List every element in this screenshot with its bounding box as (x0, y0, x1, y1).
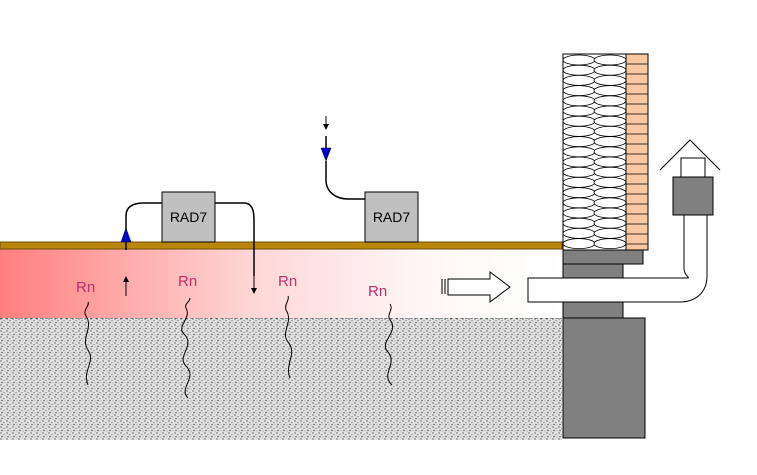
insulation-oval (593, 95, 627, 107)
insulation-oval (562, 85, 596, 96)
radon-label: Rn (368, 283, 387, 300)
insulation-oval (562, 136, 596, 148)
foundation-upper (562, 299, 624, 319)
insulation-oval (562, 75, 596, 86)
rad7-device (364, 191, 419, 243)
insulation-oval (562, 125, 596, 137)
insulation-oval (593, 105, 627, 117)
insulation-oval (593, 64, 627, 76)
vent-cap-icon (659, 139, 721, 216)
insulation-oval (562, 54, 596, 66)
insulation-oval (562, 207, 596, 219)
rad7-label: RAD7 (170, 209, 208, 225)
foundation-wall (562, 317, 646, 439)
air-tube (325, 161, 365, 200)
insulation-oval (593, 238, 627, 250)
insulation-oval (562, 238, 596, 250)
sample-tube-out (125, 202, 162, 250)
radon-label: Rn (178, 273, 197, 290)
insulation-oval (562, 115, 596, 127)
radon-path-1 (84, 301, 92, 386)
brick-pattern (626, 63, 648, 245)
rad7-device (161, 191, 216, 243)
up-arrow-icon (123, 276, 129, 296)
radon-label: Rn (76, 279, 95, 296)
insulation-oval (562, 166, 596, 178)
inlet-arrow-icon (120, 227, 132, 243)
soil-layer (0, 318, 562, 440)
wall-sill (562, 249, 644, 265)
flow-arrow-icon (441, 271, 511, 303)
insulation-oval (562, 146, 596, 158)
insulation-oval (562, 217, 596, 229)
down-arrow-icon (323, 124, 329, 130)
insulation-oval (593, 156, 627, 168)
insulation-oval (562, 176, 596, 188)
inlet-arrow-icon (320, 147, 332, 162)
brick-column (625, 53, 649, 251)
insulation-oval (593, 217, 627, 229)
insulation-oval (562, 105, 596, 117)
radon-label: Rn (278, 273, 297, 290)
insulation-oval (593, 197, 627, 209)
insulation-oval (593, 54, 627, 66)
rad7-label: RAD7 (373, 209, 411, 225)
insulation-oval (593, 176, 627, 188)
insulation-oval (593, 166, 627, 178)
insulation-oval (593, 136, 627, 148)
down-arrow-icon (251, 276, 257, 294)
insulation-oval (562, 227, 596, 239)
radon-path-2 (181, 297, 191, 399)
insulation-oval (593, 207, 627, 219)
insulation-oval (562, 197, 596, 209)
rim-joist (562, 263, 624, 279)
concrete-slab (0, 241, 563, 250)
radon-path-3 (284, 295, 293, 379)
insulation-oval (593, 125, 627, 137)
insulation-oval (593, 227, 627, 239)
insulation-oval (593, 75, 627, 86)
insulation-oval (562, 187, 596, 199)
insulation-pattern (562, 54, 627, 250)
insulation-oval (593, 146, 627, 158)
sample-tube-return (215, 202, 255, 276)
insulation-oval (593, 85, 627, 96)
insulation-oval (562, 95, 596, 107)
insulation-oval (562, 64, 596, 76)
insulation-oval (562, 156, 596, 168)
radon-path-4 (385, 303, 393, 386)
insulation-oval (593, 115, 627, 127)
insulation-oval (593, 187, 627, 199)
